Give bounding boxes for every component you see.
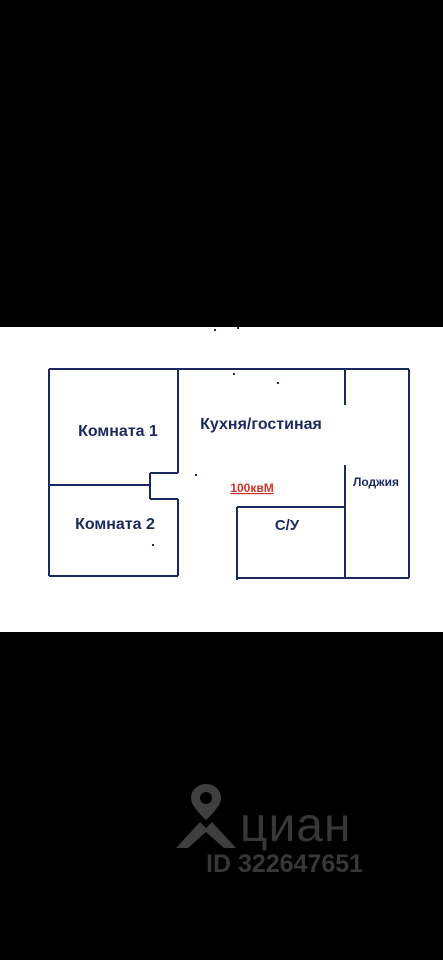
floor-plan-image: Комната 1 Комната 2 Кухня/гостиная С/У Л… bbox=[0, 327, 443, 632]
room-label-kitchen: Кухня/гостиная bbox=[200, 416, 322, 433]
room-label-loggia: Лоджия bbox=[353, 475, 399, 489]
room-label-bathroom: С/У bbox=[275, 517, 300, 534]
room-label-room2: Комната 2 bbox=[75, 516, 155, 533]
cian-watermark: циан ID 322647651 bbox=[170, 780, 410, 890]
floor-plan-diagram: Комната 1 Комната 2 Кухня/гостиная С/У Л… bbox=[48, 327, 410, 580]
plan-specks bbox=[152, 327, 279, 546]
watermark-listing-id: ID 322647651 bbox=[206, 850, 364, 878]
watermark-brand: циан bbox=[240, 799, 352, 852]
room-label-room1: Комната 1 bbox=[78, 423, 158, 440]
map-pin-person-icon bbox=[176, 784, 236, 848]
area-label: 100квМ bbox=[230, 481, 273, 495]
plan-walls bbox=[48, 368, 410, 580]
